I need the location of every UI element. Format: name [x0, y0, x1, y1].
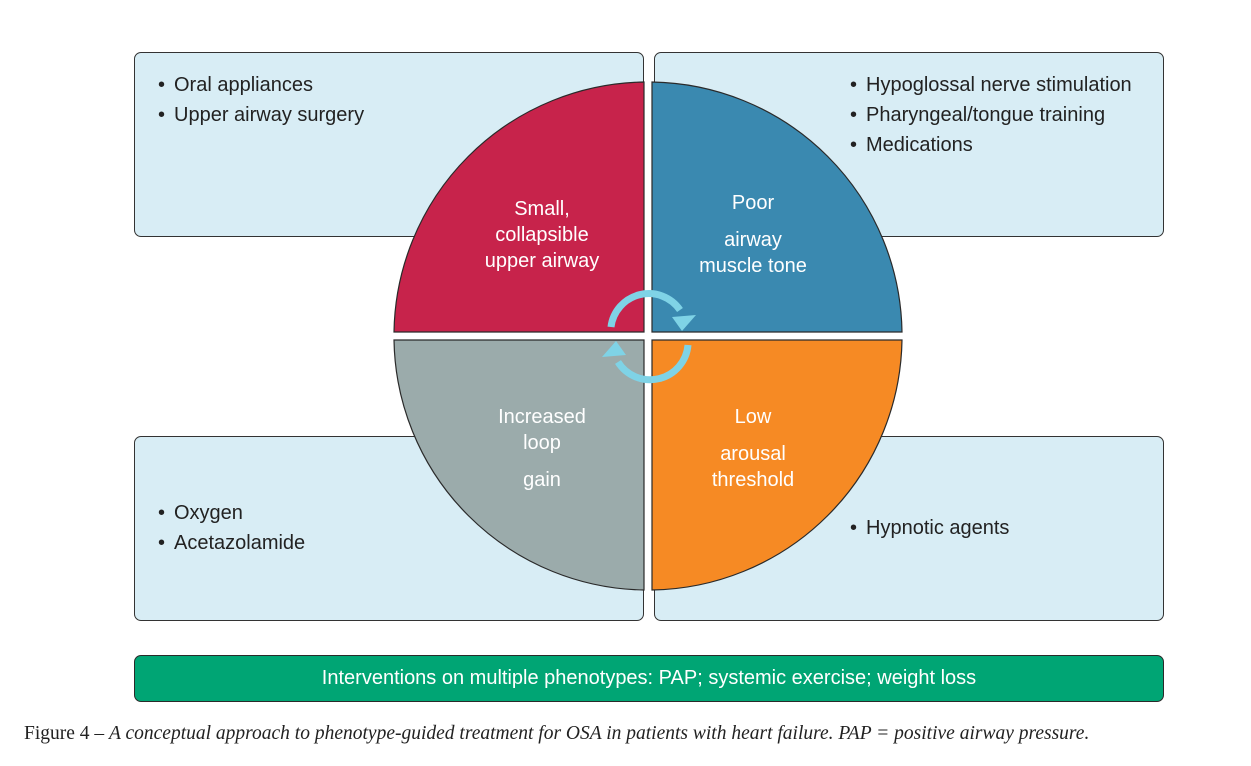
- treatment-item: Medications: [850, 130, 1132, 160]
- quadrant-bottom-right: [651, 339, 903, 591]
- multi-phenotype-interventions-banner: Interventions on multiple phenotypes: PA…: [134, 655, 1164, 702]
- quadrant-top-left: [393, 81, 645, 333]
- treatment-list-bottom-left: Oxygen Acetazolamide: [158, 498, 305, 558]
- treatment-list-top-left: Oral appliances Upper airway surgery: [158, 70, 364, 130]
- quadrant-bottom-left: [393, 339, 645, 591]
- quadrant-label-bottom-right: Low arousal threshold: [711, 406, 795, 491]
- treatment-item: Oxygen: [158, 498, 305, 528]
- quadrant-top-right: [651, 81, 903, 333]
- quadrant-label-top-left: Small, collapsible upper airway: [484, 198, 600, 272]
- treatment-list-top-right: Hypoglossal nerve stimulation Pharyngeal…: [850, 70, 1132, 160]
- quadrant-label-bottom-left: Increased loop gain: [498, 406, 586, 491]
- figure-caption: Figure 4 – A conceptual approach to phen…: [24, 723, 1089, 745]
- caption-text: A conceptual approach to phenotype-guide…: [109, 723, 1090, 744]
- cycle-arrows-icon: [602, 290, 696, 384]
- treatment-item: Pharyngeal/tongue training: [850, 100, 1132, 130]
- treatment-item: Acetazolamide: [158, 528, 305, 558]
- treatment-list-bottom-right: Hypnotic agents: [850, 513, 1009, 543]
- treatment-item: Hypoglossal nerve stimulation: [850, 70, 1132, 100]
- treatment-item: Oral appliances: [158, 70, 364, 100]
- treatment-item: Upper airway surgery: [158, 100, 364, 130]
- caption-prefix: Figure 4 –: [24, 723, 110, 744]
- treatment-item: Hypnotic agents: [850, 513, 1009, 543]
- quadrant-label-top-right: Poor airway muscle tone: [699, 192, 807, 277]
